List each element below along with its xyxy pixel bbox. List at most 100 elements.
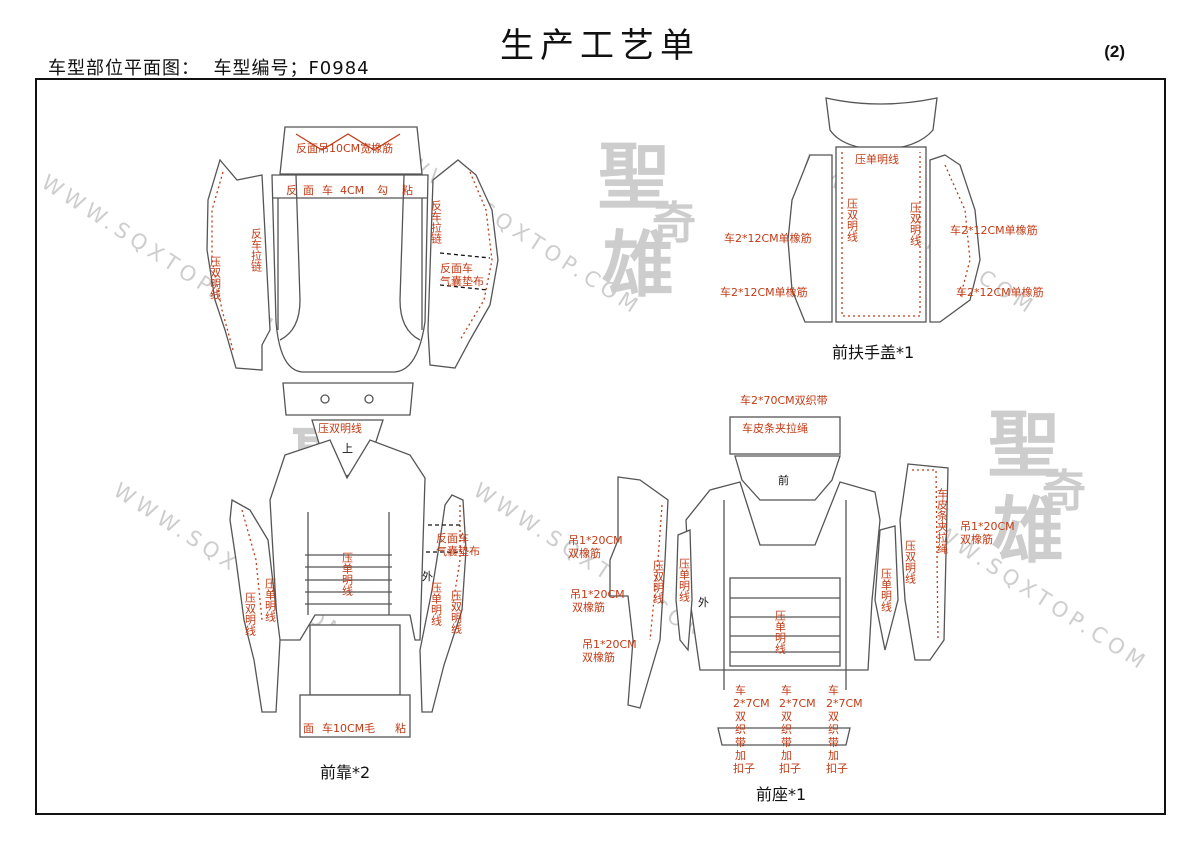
front-seat-notes: 车2*70CM双织带 车皮条夹拉绳 吊1*20CM 双橡筋 吊1*20CM 双橡… [568, 393, 1015, 775]
note-reverse-zip-right: 反车拉链 [430, 200, 443, 244]
note-double-topstitch-left2: 压双明线 [244, 592, 257, 636]
note-seat-leather-right: 车皮条夹拉绳 [936, 487, 949, 554]
backrest-left-side-strip [229, 498, 281, 713]
front-armrest-notes: 压单明线 压双明线 压双明线 车2*12CM单橡筋 车2*12CM单橡筋 车2*… [720, 152, 1044, 299]
mark-front: 前 [778, 473, 789, 487]
seat-left-side [609, 476, 669, 709]
note-seat-single-center: 压单明线 [774, 610, 787, 654]
note-wb3-0: 车 [828, 683, 839, 697]
note-sew-4: 4CM [340, 184, 364, 197]
seat-right-inner-side [874, 525, 899, 651]
note-seat-webbing: 车2*70CM双织带 [740, 393, 828, 407]
note-wb3-2: 双 [828, 710, 839, 723]
note-seat-elastic-ra: 吊1*20CM [960, 520, 1015, 533]
note-armrest-single-topstitch: 压单明线 [855, 152, 899, 166]
armrest-right-side [929, 154, 981, 323]
mark-up: 上 [342, 442, 353, 455]
watermark-brand-3b: 奇 [1042, 466, 1086, 517]
note-single-topstitch-left: 压单明线 [264, 578, 277, 622]
model-number: 车型编号；F0984 [213, 58, 370, 79]
note-seat-elastic-l3b: 双橡筋 [582, 650, 615, 664]
note-armrest-double-center: 压双明线 [846, 198, 859, 242]
note-wb2-6: 扣子 [779, 761, 801, 775]
backrest-bottom-panel [309, 624, 401, 696]
watermark-brand-3a: 聖 [988, 403, 1060, 487]
backrest-headrest-strip [282, 382, 414, 416]
note-wb1-6: 扣子 [733, 761, 755, 775]
mark-outside-backrest: 外 [422, 570, 433, 583]
backrest-lower-panel [269, 439, 426, 641]
page-number: (2) [1104, 42, 1125, 61]
note-single-topstitch-center: 压单明线 [341, 552, 354, 596]
note-wb3-6: 扣子 [826, 761, 848, 775]
note-sew-6: 粘 [402, 183, 413, 197]
note-sew-2: 面 [303, 184, 314, 197]
note-armrest-elastic-lb: 车2*12CM单橡筋 [720, 285, 808, 299]
note-wb3-4: 带 [828, 736, 839, 749]
front-seat-pattern [609, 416, 949, 746]
note-wb2-2: 双 [781, 710, 792, 723]
watermark-brand-1a: 聖 [598, 135, 670, 219]
note-seat-double-right: 压双明线 [904, 540, 917, 584]
page-title: 生产工艺单 [500, 26, 700, 66]
note-reverse-zip-left: 反车拉链 [250, 228, 263, 272]
backrest-bottom-strip [299, 694, 411, 738]
backrest-left-wing [206, 158, 271, 371]
seat-top-strip [729, 416, 841, 455]
note-armrest-elastic-rb: 车2*12CM单橡筋 [956, 285, 1044, 299]
note-wb2-4: 带 [781, 736, 792, 749]
seat-bottom-strip [717, 727, 851, 746]
watermark-brand-1b: 奇 [652, 198, 696, 249]
front-backrest-pattern [206, 126, 499, 738]
note-wb2-0: 车 [781, 683, 792, 697]
note-headrest-topstitch: 压双明线 [318, 421, 362, 435]
note-seat-elastic-l1a: 吊1*20CM [568, 534, 623, 547]
note-wb3-3: 织 [828, 723, 839, 736]
note-bottom-glue-1: 面 [303, 722, 314, 735]
watermark-brand-3c: 雄 [992, 489, 1064, 573]
note-sew-3: 车 [322, 183, 333, 197]
note-seat-elastic-l3a: 吊1*20CM [582, 638, 637, 651]
note-elastic-top: 反面吊10CM宽橡筋 [296, 141, 393, 155]
note-seat-double-left: 压双明线 [652, 560, 665, 604]
note-seat-leather-strip: 车皮条夹拉绳 [742, 421, 808, 435]
note-armrest-double-right: 压双明线 [909, 202, 922, 246]
note-armrest-elastic-lt: 车2*12CM单橡筋 [724, 231, 812, 245]
backrest-right-wing [427, 159, 499, 369]
note-airbag-top-1: 反面车 [440, 261, 473, 275]
note-single-topstitch-right: 压单明线 [430, 582, 443, 626]
front-backrest-notes: 反面吊10CM宽橡筋 反 面 车 4CM 勾 粘 反车拉链 反车拉链 压双明线 … [209, 141, 485, 735]
armrest-top-cap [825, 97, 938, 151]
backrest-main-body [271, 174, 429, 373]
note-armrest-elastic-rt: 车2*12CM单橡筋 [950, 223, 1038, 237]
note-wb1-2: 双 [735, 710, 746, 723]
pattern-drawing: WWW.SQXTOP.COM WWW.SQXTOP.COM WWW.SQXTOP… [37, 97, 1153, 804]
note-wb2-3: 织 [781, 723, 792, 736]
mark-outside-seat: 外 [698, 596, 709, 609]
note-seat-elastic-rb: 双橡筋 [960, 532, 993, 546]
caption-front-backrest: 前靠*2 [320, 763, 370, 782]
note-sew-5: 勾 [377, 184, 388, 197]
seat-left-inner-side [675, 529, 693, 652]
note-seat-elastic-l2b: 双橡筋 [572, 600, 605, 614]
caption-front-seat: 前座*1 [756, 785, 806, 804]
note-wb1-5: 加 [735, 749, 746, 762]
note-double-topstitch-right: 压双明线 [450, 590, 463, 634]
note-seat-elastic-l1b: 双橡筋 [568, 546, 601, 560]
backrest-top-panel [279, 126, 423, 175]
seat-pleat-panel [729, 577, 841, 667]
note-wb2-1: 2*7CM [779, 697, 816, 710]
note-wb3-5: 加 [828, 749, 839, 762]
note-wb2-5: 加 [781, 749, 792, 762]
front-armrest-pattern [787, 97, 981, 323]
note-wb1-3: 织 [735, 723, 746, 736]
note-airbag-bottom-1: 反面车 [436, 531, 469, 545]
plan-label-text: 车型部位平面图： [48, 58, 200, 79]
note-seat-single-right: 压单明线 [880, 568, 893, 612]
note-wb1-0: 车 [735, 683, 746, 697]
note-sew-1: 反 [286, 184, 297, 197]
note-seat-elastic-l2a: 吊1*20CM [570, 588, 625, 601]
seat-front-panel [734, 455, 841, 501]
note-wb3-1: 2*7CM [826, 697, 863, 710]
watermark-brand-1c: 雄 [602, 223, 674, 307]
